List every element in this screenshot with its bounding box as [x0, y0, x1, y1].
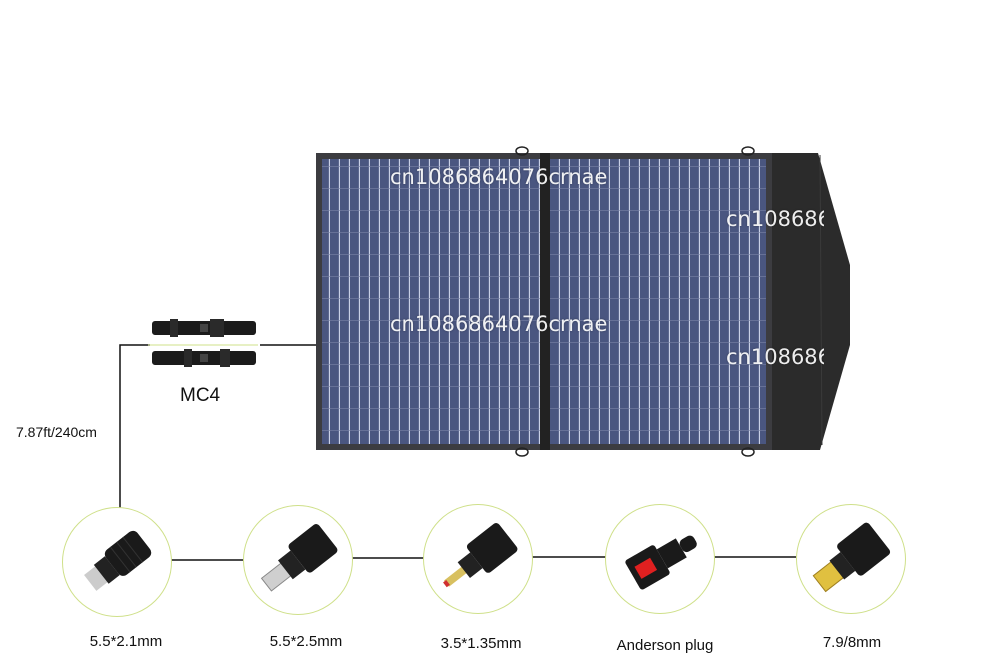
connector-label: 5.5*2.1mm — [89, 633, 163, 650]
dc-barrel-plug-icon — [260, 524, 338, 592]
mc4-connector-icon — [148, 319, 258, 367]
watermark-text: cn1086864076crnae — [390, 312, 608, 336]
connector-label: 7.9/8mm — [822, 634, 882, 651]
dc-barrel-plug-icon — [443, 523, 518, 588]
solar-panel-image — [316, 146, 850, 457]
watermark-text: cn1086864076crnae — [390, 165, 608, 189]
connector-label: 3.5*1.35mm — [440, 635, 522, 652]
connector-circle — [423, 504, 533, 614]
dc-barrel-plug-icon — [84, 530, 152, 591]
connector-circle — [796, 504, 906, 614]
cable-length-label: 7.87ft/240cm — [16, 424, 97, 440]
dc-barrel-plug-icon — [812, 522, 891, 593]
watermark-text: cn1086864076crnae — [726, 207, 824, 231]
connector-circle — [62, 507, 172, 617]
mc4-label: MC4 — [180, 385, 221, 406]
connector-circle — [605, 504, 715, 614]
connector-label: Anderson plug — [616, 637, 714, 654]
anderson-plug-icon — [625, 535, 697, 590]
watermark-text: cn1086864076crnae — [726, 345, 824, 369]
connector-label: 5.5*2.5mm — [269, 633, 343, 650]
connector-circle — [243, 505, 353, 615]
